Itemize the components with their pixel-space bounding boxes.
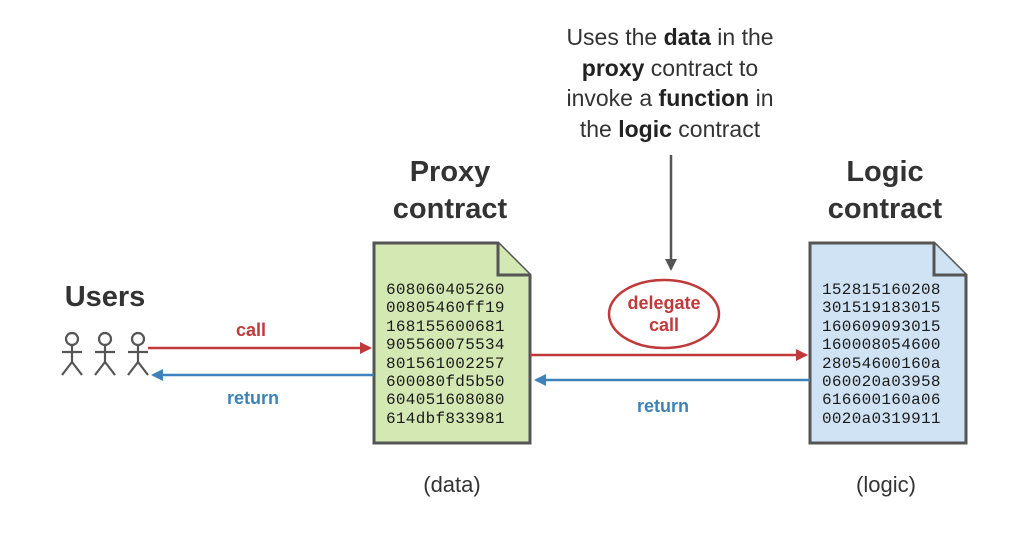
- logic-code-line: 160609093015: [822, 317, 941, 336]
- proxy-code-line: 614dbf833981: [386, 409, 505, 428]
- explanation-note: Uses the data in the proxy contract to i…: [566, 24, 774, 142]
- proxy-code-line: 600080fd5b50: [386, 373, 505, 392]
- logic-document-icon: [808, 241, 968, 445]
- logic-contract-title: Logic contract: [827, 156, 943, 225]
- return-label-left: return: [227, 388, 280, 408]
- logic-code-line: 616600160a06: [822, 391, 941, 410]
- proxy-code-line: 604051608080: [386, 391, 505, 410]
- users-label: Users: [64, 281, 146, 313]
- logic-code-line: 301519183015: [822, 299, 941, 318]
- logic-code-line: 0020a0319911: [822, 409, 941, 428]
- logic-code-line: 28054600160a: [822, 354, 941, 373]
- logic-code-line: 060020a03958: [822, 373, 941, 392]
- logic-code-line: 152815160208: [822, 281, 941, 299]
- delegate-call-ellipse: [607, 278, 721, 350]
- proxy-code-line: 905560075534: [386, 336, 505, 355]
- return-label-right: return: [637, 396, 690, 416]
- call-label: call: [236, 320, 267, 340]
- proxy-code-line: 00805460ff19: [386, 299, 505, 318]
- delegate-call-label: delegate call: [627, 293, 701, 335]
- logic-code-line: 160008054600: [822, 336, 941, 355]
- users-icon: [61, 331, 149, 376]
- proxy-contract-title: Proxy contract: [392, 156, 508, 225]
- proxy-code-line: 168155600681: [386, 317, 505, 336]
- proxy-code-line: 801561002257: [386, 354, 505, 373]
- proxy-code-line: 608060405260: [386, 281, 505, 299]
- proxy-document-icon: [372, 241, 532, 445]
- proxy-caption: (data): [423, 472, 481, 497]
- logic-caption: (logic): [856, 472, 916, 497]
